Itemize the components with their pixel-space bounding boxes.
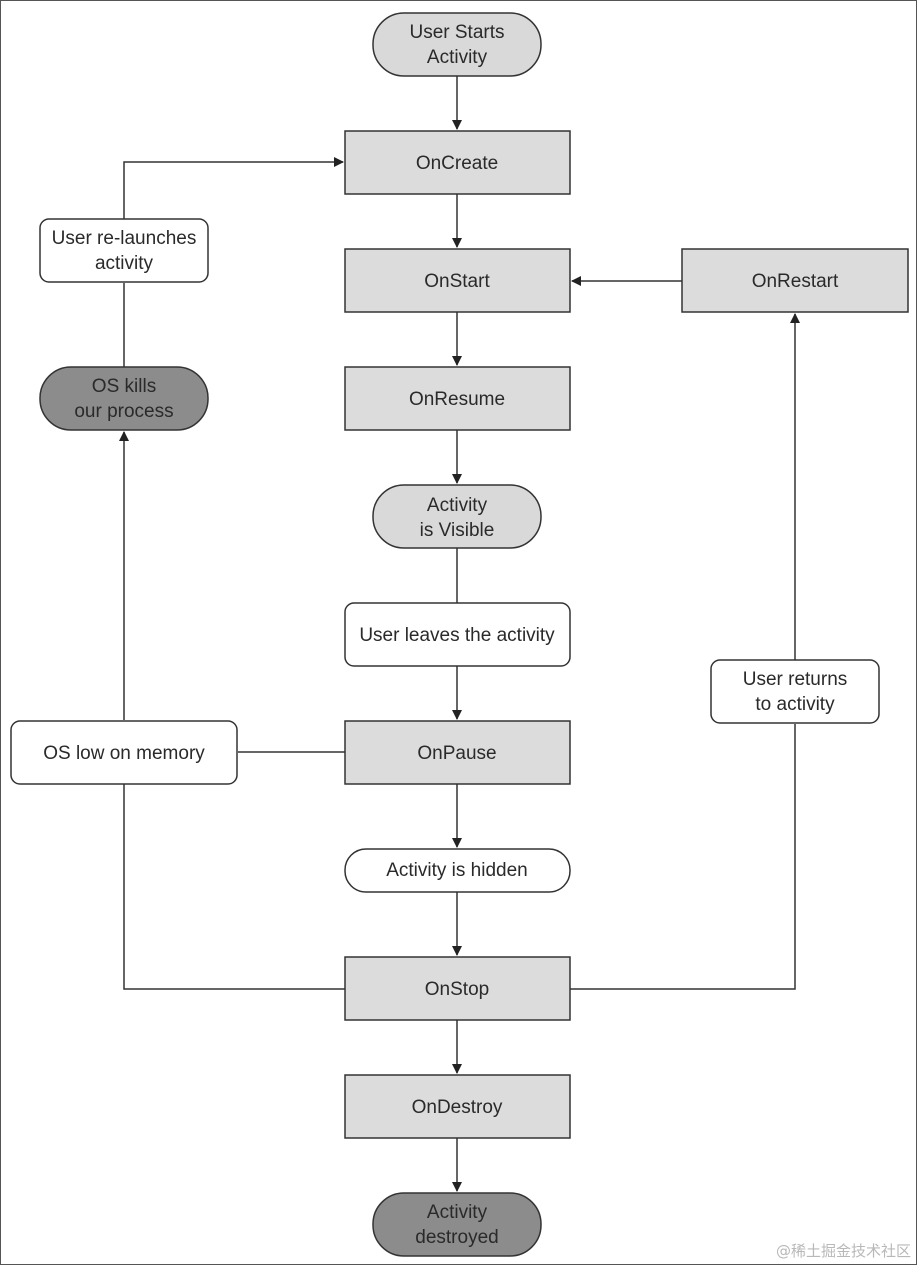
edge-stop-to-returns	[570, 724, 796, 990]
node-on-pause: OnPause	[344, 720, 571, 785]
node-user-starts-line-2: Activity	[427, 47, 488, 68]
watermark-text: @稀土掘金技术社区	[775, 1242, 911, 1260]
node-on-restart: OnRestart	[681, 248, 909, 313]
node-on-start-label: OnStart	[424, 271, 490, 292]
node-user-relaunches-line-2: activity	[95, 253, 154, 274]
node-activity-visible-line-2: is Visible	[420, 520, 495, 541]
node-on-destroy: OnDestroy	[344, 1074, 571, 1139]
node-os-low-memory-label: OS low on memory	[43, 743, 205, 764]
node-activity-destroyed-line-1: Activity	[427, 1202, 488, 1223]
node-user-starts-line-1: User Starts	[409, 22, 504, 43]
node-on-pause-label: OnPause	[417, 743, 496, 764]
node-on-stop-label: OnStop	[425, 979, 489, 1000]
node-user-relaunches-line-1: User re-launches	[52, 228, 197, 249]
node-user-returns-line-2: to activity	[755, 694, 835, 715]
node-activity-visible-line-1: Activity	[427, 495, 488, 516]
node-activity-hidden-label: Activity is hidden	[386, 860, 528, 881]
node-activity-hidden: Activity is hidden	[344, 848, 571, 893]
node-os-kills: OS kills our process	[39, 366, 209, 431]
node-user-returns-line-1: User returns	[743, 669, 848, 690]
node-user-relaunches: User re-launches activity	[39, 218, 209, 283]
node-os-low-memory: OS low on memory	[10, 720, 238, 785]
node-os-kills-line-2: our process	[74, 401, 173, 422]
node-user-leaves: User leaves the activity	[344, 602, 571, 667]
node-user-leaves-label: User leaves the activity	[359, 625, 555, 646]
connectors	[119, 76, 800, 1192]
node-user-returns: User returns to activity	[710, 659, 880, 724]
node-on-create: OnCreate	[344, 130, 571, 195]
node-on-stop: OnStop	[344, 956, 571, 1021]
node-on-start: OnStart	[344, 248, 571, 313]
node-os-kills-line-1: OS kills	[92, 376, 156, 397]
node-on-resume: OnResume	[344, 366, 571, 431]
node-activity-destroyed: Activity destroyed	[372, 1192, 542, 1257]
node-activity-visible: Activity is Visible	[372, 484, 542, 549]
node-on-restart-label: OnRestart	[752, 271, 839, 292]
node-activity-destroyed-line-2: destroyed	[415, 1227, 498, 1248]
node-on-resume-label: OnResume	[409, 389, 505, 410]
node-user-starts: User Starts Activity	[372, 12, 542, 77]
edge-relaunches-to-create	[123, 157, 344, 219]
node-on-create-label: OnCreate	[416, 153, 498, 174]
node-on-destroy-label: OnDestroy	[412, 1097, 503, 1118]
edge-stop-to-lowmem	[123, 784, 345, 990]
